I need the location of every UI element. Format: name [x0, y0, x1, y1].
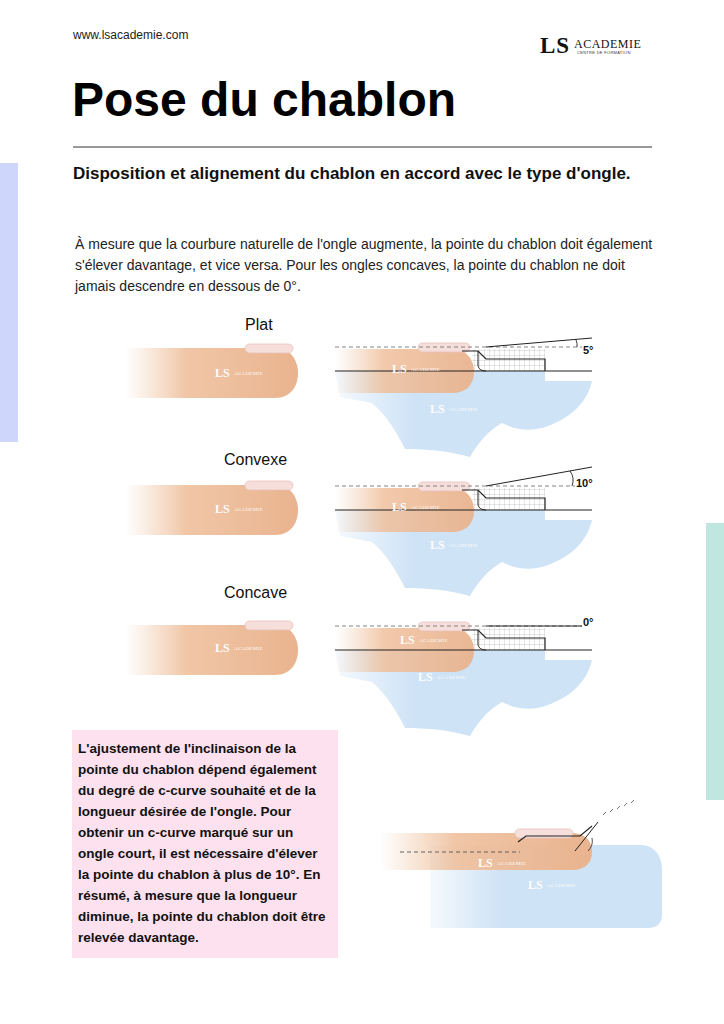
watermark-word: ACADEMIE: [411, 367, 440, 372]
watermark-mark: LS: [430, 538, 445, 553]
watermark-word: ACADEMIE: [234, 646, 263, 651]
watermark-word: ACADEMIE: [449, 407, 478, 412]
angle-label: 10°: [575, 477, 594, 489]
watermark-mark: LS: [400, 633, 415, 648]
watermark-word: ACADEMIE: [497, 861, 526, 866]
subtitle: Disposition et alignement du chablon en …: [73, 161, 648, 186]
watermark-mark: LS: [215, 366, 230, 381]
watermark-mark: LS: [392, 500, 407, 515]
nail-type-label: Concave: [224, 584, 287, 602]
watermark-word: ACADEMIE: [547, 883, 576, 888]
website-url: www.lsacademie.com: [73, 28, 188, 42]
nail-type-label: Convexe: [224, 451, 287, 469]
angle-label: 0°: [582, 616, 595, 628]
watermark-mark: LS: [215, 641, 230, 656]
watermark-mark: LS: [528, 878, 543, 893]
watermark-word: ACADEMIE: [449, 543, 478, 548]
logo-mark: LS: [540, 33, 570, 59]
note-text: L'ajustement de l'inclinaison de la poin…: [78, 738, 332, 948]
nail-type-label: Plat: [245, 316, 273, 334]
watermark-word: ACADEMIE: [234, 371, 263, 376]
logo-word: ACADEMIE: [574, 37, 641, 52]
page-title: Pose du chablon: [72, 72, 456, 127]
watermark-mark: LS: [392, 362, 407, 377]
watermark-mark: LS: [430, 402, 445, 417]
logo-tagline: CENTRE DE FORMATION: [577, 50, 631, 55]
angle-label: 5°: [582, 344, 595, 356]
watermark-mark: LS: [478, 856, 493, 871]
note-box: L'ajustement de l'inclinaison de la poin…: [72, 730, 338, 958]
watermark-mark: LS: [418, 670, 433, 685]
watermark-word: ACADEMIE: [234, 507, 263, 512]
watermark-mark: LS: [215, 502, 230, 517]
watermark-word: ACADEMIE: [411, 505, 440, 510]
watermark-word: ACADEMIE: [419, 638, 448, 643]
intro-paragraph: À mesure que la courbure naturelle de l'…: [75, 234, 653, 297]
watermark-word: ACADEMIE: [437, 675, 466, 680]
